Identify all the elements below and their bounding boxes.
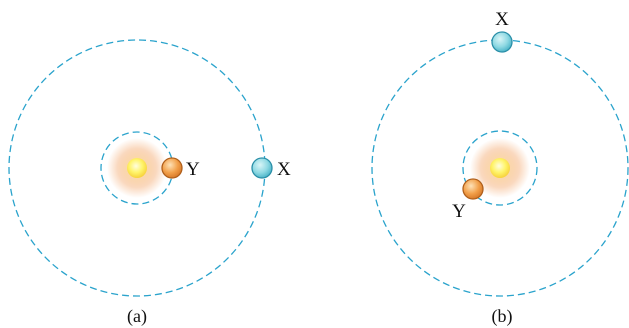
planet-x-a: [252, 158, 272, 178]
planet-y-label-a: Y: [186, 159, 200, 180]
star-core-b: [490, 158, 510, 178]
panel-a: Y X (a): [9, 40, 291, 327]
planet-y-a: [162, 158, 182, 178]
planet-y-b: [463, 179, 483, 199]
planet-x-label-b: X: [495, 9, 509, 30]
star-core-a: [127, 158, 147, 178]
panel-b: X Y (b): [372, 9, 628, 327]
caption-a: (a): [127, 306, 147, 327]
planet-x-label-a: X: [277, 159, 291, 180]
planet-x-b: [492, 32, 512, 52]
star-a: [107, 138, 167, 198]
caption-b: (b): [492, 306, 513, 327]
planet-y-label-b: Y: [452, 201, 466, 222]
